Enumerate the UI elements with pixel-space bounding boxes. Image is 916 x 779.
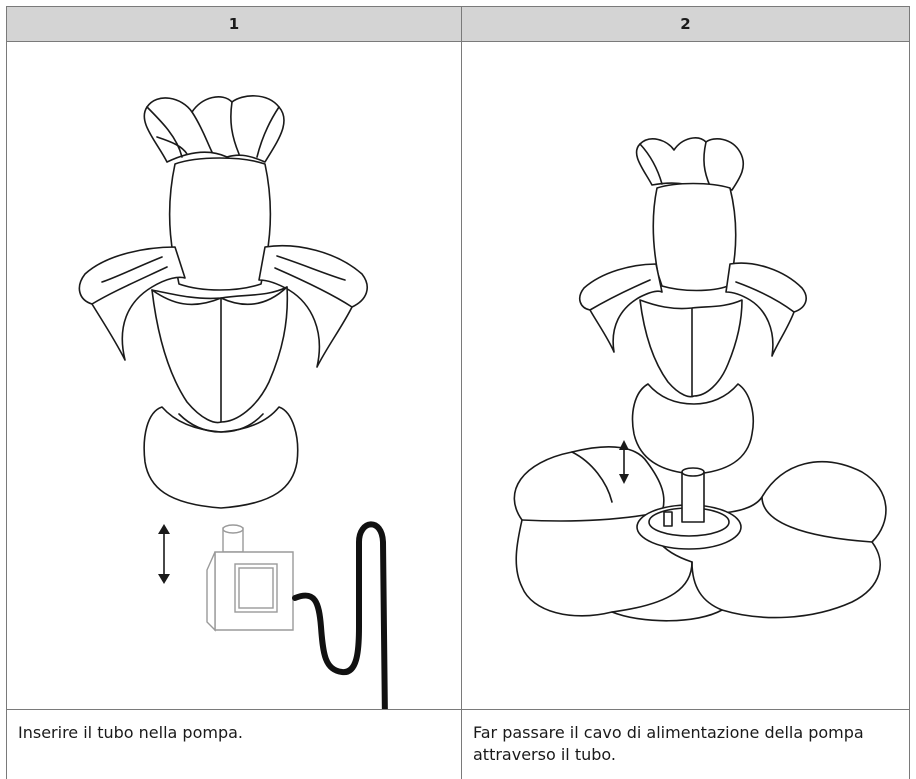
step-1-caption: Inserire il tubo nella pompa. bbox=[6, 709, 462, 779]
fountain-top-with-pump-drawing bbox=[7, 42, 463, 711]
instruction-table: 1 2 bbox=[6, 6, 910, 774]
assembled-fountain-drawing bbox=[462, 42, 911, 711]
step-2-number: 2 bbox=[461, 6, 910, 42]
step-2-illustration bbox=[461, 41, 910, 710]
step-1-illustration bbox=[6, 41, 462, 710]
step-1-number: 1 bbox=[6, 6, 462, 42]
step-2-caption: Far passare il cavo di alimentazione del… bbox=[461, 709, 910, 779]
